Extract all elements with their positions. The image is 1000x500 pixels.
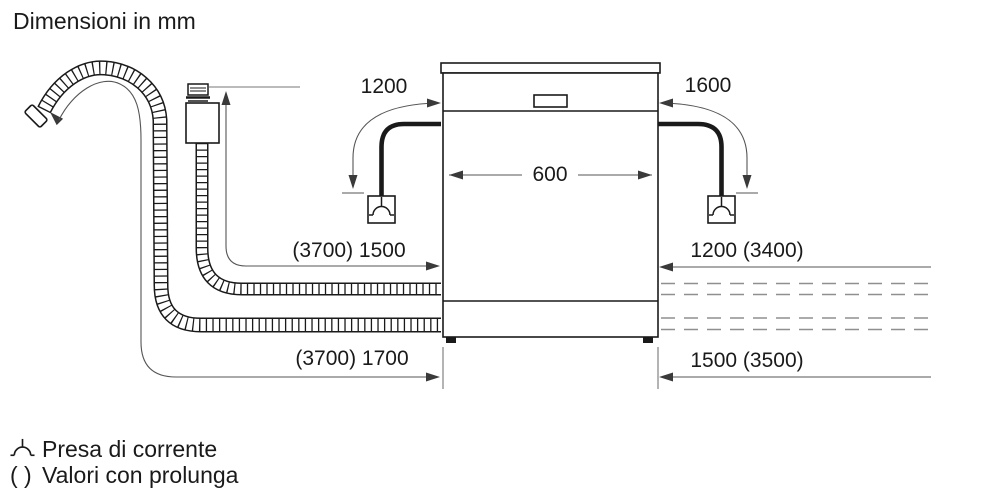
dim-1600-cable-right — [659, 98, 758, 194]
foot-left — [446, 337, 456, 343]
dim-label-1200: 1200 — [360, 75, 408, 98]
control-panel-handle — [533, 94, 568, 108]
drain-hose — [24, 60, 441, 333]
power-socket-icon — [10, 437, 40, 462]
dishwasher-outline — [440, 62, 661, 343]
drain-hose-end-fitting — [24, 104, 48, 128]
dim-1200-cable-left — [342, 98, 441, 194]
dim-label-600: 600 — [532, 163, 568, 186]
dim-label-right-top: 1200 (3400) — [690, 239, 804, 262]
dim-label-supply-hose: (3700) 1500 — [292, 239, 406, 262]
dim-label-right-bottom: 1500 (3500) — [690, 349, 804, 372]
legend-label-socket: Presa di corrente — [42, 435, 218, 462]
dim-supply-hose — [209, 86, 440, 271]
dim-right-bottom — [659, 372, 931, 382]
parentheses-symbol: ( ) — [10, 461, 32, 488]
water-tap-connection — [185, 83, 220, 144]
page-title: Dimensioni in mm — [13, 8, 196, 34]
hose-extension-dashed-lines — [661, 282, 931, 331]
legend-row-parentheses: ( ) Valori con prolunga — [10, 462, 238, 488]
legend: Presa di corrente ( ) Valori con prolung… — [10, 436, 238, 488]
power-socket-icon-left — [367, 195, 396, 224]
legend-label-parentheses: Valori con prolunga — [42, 461, 239, 488]
power-cable-left — [379, 121, 441, 196]
supply-hose — [195, 143, 441, 296]
dim-label-drain-hose: (3700) 1700 — [295, 347, 409, 370]
power-socket-icon-right — [707, 195, 736, 224]
legend-row-socket: Presa di corrente — [10, 436, 238, 462]
dim-drain-hose — [50, 80, 440, 382]
dimension-lines — [50, 80, 931, 389]
dim-right-top — [659, 262, 931, 272]
power-cable-right — [658, 121, 724, 196]
dim-label-1600: 1600 — [684, 74, 732, 97]
foot-right — [643, 337, 653, 343]
dim-600 — [449, 170, 652, 180]
